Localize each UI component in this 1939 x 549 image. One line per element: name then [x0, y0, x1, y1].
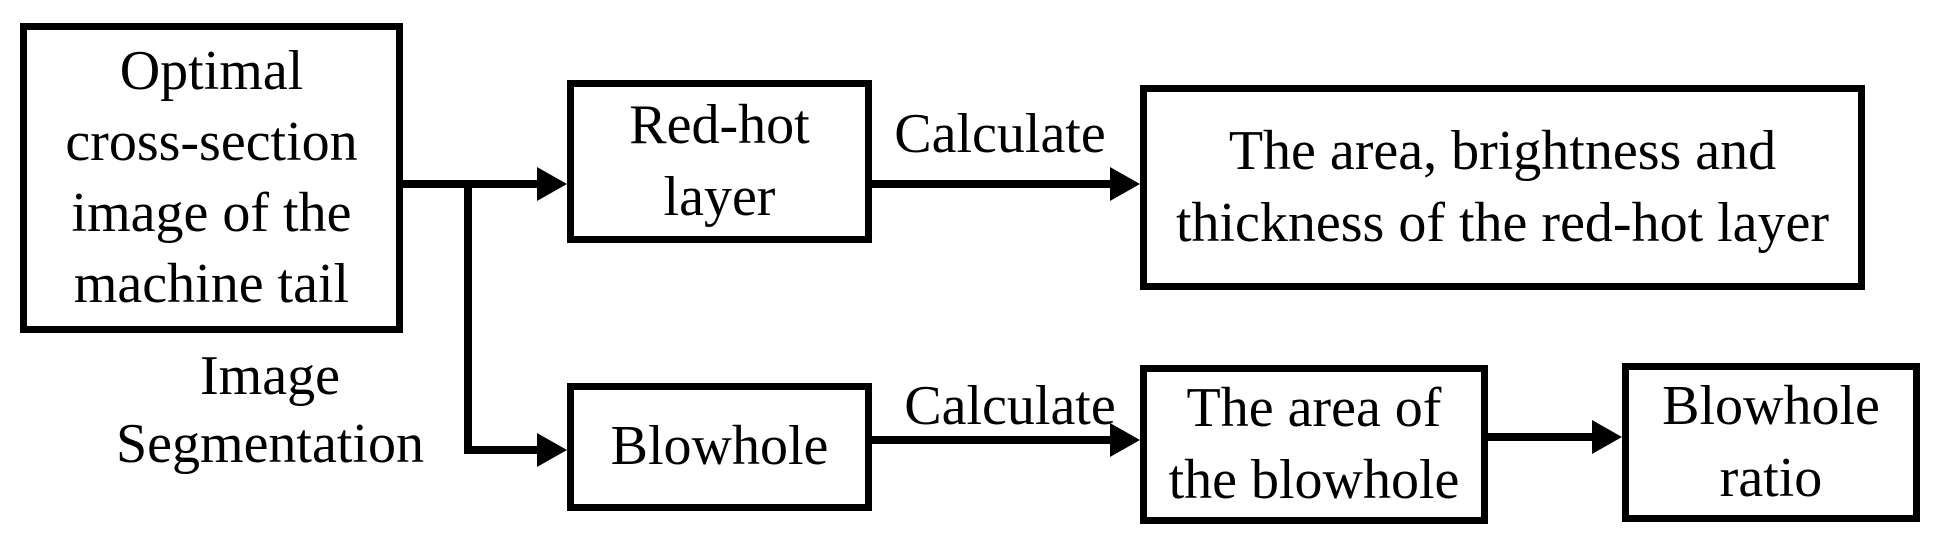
blowhole-label: Blowhole: [610, 415, 829, 478]
image-segmentation-label: Image Segmentation: [116, 345, 424, 476]
blowhole-area-box: The area of the blowhole: [1140, 365, 1488, 524]
red-hot-result-box: The area, brightness and thickness of th…: [1140, 85, 1865, 290]
source-image-label: Optimal cross-section image of the machi…: [65, 39, 358, 316]
blowhole-area-label: The area of the blowhole: [1168, 377, 1460, 511]
blowhole-ratio-box: Blowhole ratio: [1622, 363, 1920, 522]
connector-branch-vertical-line: [464, 180, 472, 454]
connector-blowhole-to-area-line: [869, 436, 1117, 444]
arrowhead-to-area-icon: [1110, 423, 1140, 457]
calculate-bottom-label: Calculate: [904, 375, 1116, 437]
connector-redhot-to-result-line: [869, 180, 1117, 188]
source-image-box: Optimal cross-section image of the machi…: [20, 23, 403, 333]
red-hot-layer-label: Red-hot layer: [629, 94, 810, 228]
arrowhead-to-result-icon: [1110, 167, 1140, 201]
red-hot-result-label: The area, brightness and thickness of th…: [1175, 120, 1830, 254]
connector-branch-to-blowhole-line: [464, 446, 544, 454]
red-hot-layer-box: Red-hot layer: [567, 80, 872, 243]
blowhole-box: Blowhole: [567, 383, 872, 511]
arrowhead-to-redhot-icon: [537, 167, 567, 201]
connector-source-to-redhot-line: [399, 180, 545, 188]
calculate-top-label: Calculate: [894, 103, 1106, 165]
arrowhead-to-ratio-icon: [1592, 420, 1622, 454]
blowhole-ratio-label: Blowhole ratio: [1662, 375, 1880, 509]
connector-area-to-ratio-line: [1485, 433, 1599, 441]
arrowhead-to-blowhole-icon: [537, 433, 567, 467]
